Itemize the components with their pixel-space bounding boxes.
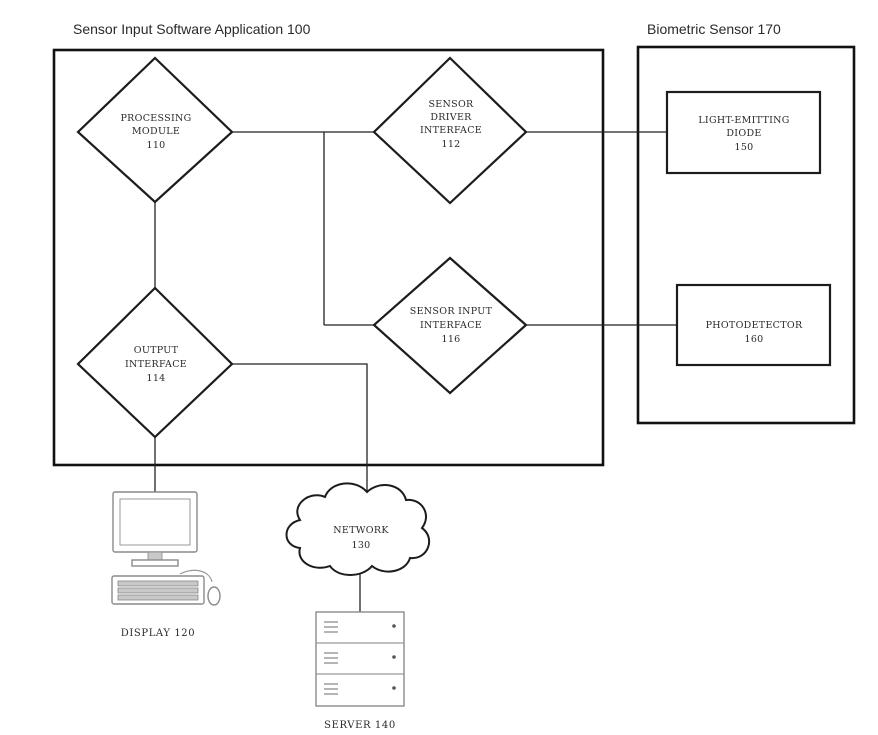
processing-module-node: PROCESSING MODULE 110 [78, 58, 232, 202]
server-node: SERVER 140 [316, 612, 404, 731]
output-interface-node: OUTPUT INTERFACE 114 [78, 288, 232, 437]
sensor-driver-interface-node: SENSOR DRIVER INTERFACE 112 [374, 58, 526, 203]
led-node: LIGHT-EMITTING DIODE 150 [667, 92, 820, 173]
photodetector-node: PHOTODETECTOR 160 [677, 285, 830, 365]
input-ref: 116 [441, 334, 460, 345]
output-line1: OUTPUT [134, 345, 179, 356]
keyboard-icon [112, 576, 204, 604]
output-ref: 114 [146, 373, 165, 384]
photo-line1: PHOTODETECTOR [706, 320, 803, 331]
driver-ref: 112 [441, 139, 460, 150]
photo-ref: 160 [744, 334, 763, 345]
driver-line3: INTERFACE [420, 125, 482, 136]
processing-ref: 110 [146, 140, 165, 151]
network-line1: NETWORK [333, 525, 389, 536]
network-node: NETWORK 130 [287, 483, 430, 575]
computer-monitor-icon [113, 492, 197, 566]
sensor-input-interface-node: SENSOR INPUT INTERFACE 116 [374, 258, 526, 393]
edge-output-network [232, 364, 367, 500]
app-title: Sensor Input Software Application 100 [73, 21, 311, 37]
server-caption: SERVER 140 [324, 720, 396, 731]
driver-line1: SENSOR [428, 99, 474, 110]
sensor-title: Biometric Sensor 170 [647, 21, 781, 37]
led-line2: DIODE [726, 128, 761, 139]
input-line1: SENSOR INPUT [410, 306, 493, 317]
led-ref: 150 [734, 142, 753, 153]
led-line1: LIGHT-EMITTING [698, 115, 789, 126]
server-rack-icon [316, 612, 404, 706]
display-caption: DISPLAY 120 [121, 628, 195, 639]
input-line2: INTERFACE [420, 320, 482, 331]
processing-line2: MODULE [132, 126, 180, 137]
display-node: DISPLAY 120 [112, 492, 220, 639]
processing-line1: PROCESSING [120, 113, 191, 124]
network-ref: 130 [351, 540, 370, 551]
output-line2: INTERFACE [125, 359, 187, 370]
driver-line2: DRIVER [430, 112, 472, 123]
